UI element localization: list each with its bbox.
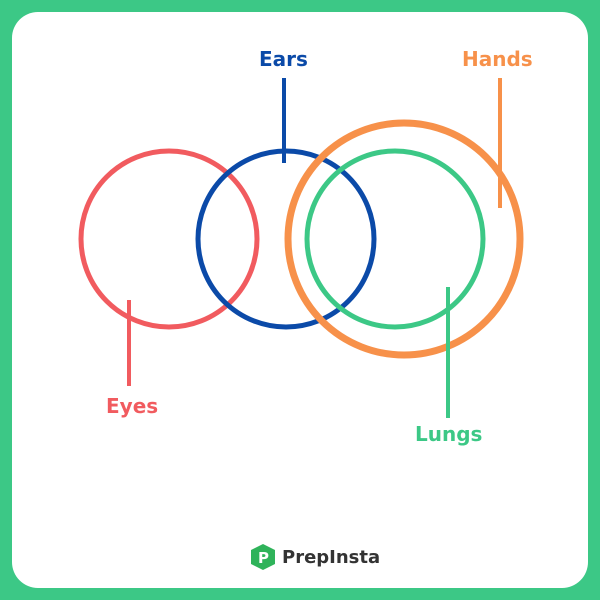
eyes-label: Eyes (106, 394, 159, 418)
hands-circle (284, 119, 524, 359)
prepinsta-logo: P PrepInsta (250, 543, 380, 571)
eyes-circle (78, 148, 260, 330)
ears-label: Ears (259, 47, 308, 71)
lungs-circle (304, 148, 486, 330)
hands-label: Hands (462, 47, 533, 71)
lungs-label: Lungs (415, 422, 483, 446)
svg-text:P: P (258, 549, 269, 567)
logo-icon: P (251, 544, 275, 570)
brand-name: PrepInsta (282, 546, 381, 568)
